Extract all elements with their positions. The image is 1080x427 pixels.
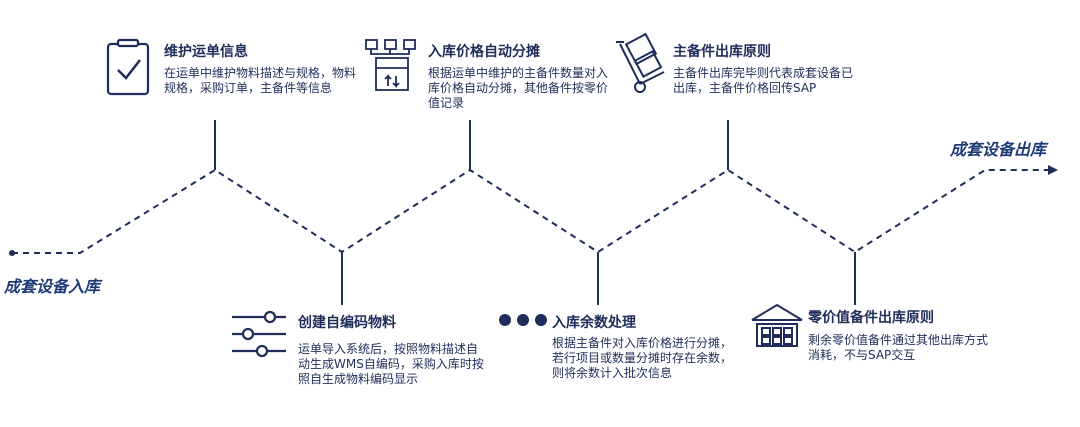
hierarchy-box-icon [365,39,416,91]
step-title-main-part-outbound: 主备件出库原则 [673,44,771,60]
step-title-maintain-waybill: 维护运单信息 [164,44,248,60]
step-desc-maintain-waybill: 在运单中维护物料描述与规格，物料规格，采购订单，主备件等信息 [164,66,357,95]
step-desc-remainder-handling: 根据主备件对入库价格进行分摊，若行项目或数量分摊时存在余数，则将余数计入批次信息 [552,336,733,380]
warehouse-icon [751,303,803,347]
sliders-icon [232,310,286,358]
step-title-zero-value-outbound: 零价值备件出库原则 [808,310,934,326]
three-dots-icon [499,314,547,326]
end-arrow [1048,165,1058,175]
step-desc-create-self-code: 运单导入系统后，按照物料描述自动生成WMS自编码，采购入库时按照自生成物料编码显… [298,342,484,386]
step-desc-price-allocation: 根据运单中维护的主备件数量对入库价格自动分摊，其他备件按零价值记录 [428,66,609,110]
flow-path [12,168,1050,254]
start-label: 成套设备入库 [4,277,101,296]
clipboard-check-icon [106,38,150,96]
hand-truck-icon [616,32,665,93]
step-title-price-allocation: 入库价格自动分摊 [428,44,540,60]
end-label: 成套设备出库 [950,140,1047,159]
step-title-create-self-code: 创建自编码物料 [298,315,396,331]
step-desc-zero-value-outbound: 剩余零价值备件通过其他出库方式消耗，不与SAP交互 [808,333,989,362]
step-title-remainder-handling: 入库余数处理 [552,315,636,331]
step-desc-main-part-outbound: 主备件出库完毕则代表成套设备已出库，主备件价格回传SAP [673,66,854,95]
